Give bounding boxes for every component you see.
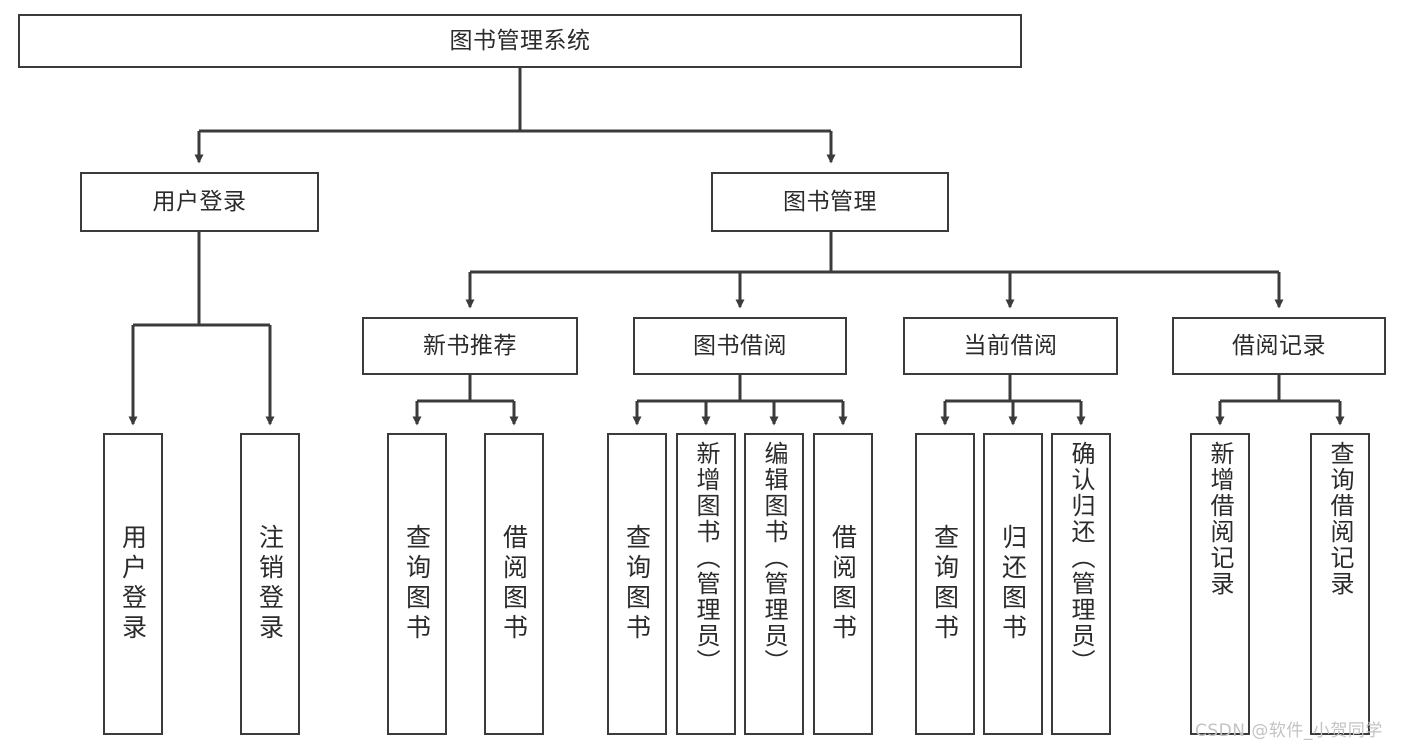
node-current-borrow[interactable]: 当前借阅	[903, 317, 1118, 375]
node-leaf-edit-book[interactable]: 编辑图书（管理员）	[744, 433, 804, 735]
node-leaf-borrow-book-2[interactable]: 借阅图书	[813, 433, 873, 735]
node-leaf-query-book-3[interactable]: 查询图书	[915, 433, 975, 735]
node-current-borrow-label: 当前借阅	[963, 332, 1058, 359]
node-leaf-user-login-label: 用户登录	[118, 524, 148, 644]
node-leaf-user-login[interactable]: 用户登录	[103, 433, 163, 735]
node-leaf-return-book-label: 归还图书	[998, 524, 1028, 644]
node-root-label: 图书管理系统	[449, 27, 591, 54]
node-leaf-query-book-2-label: 查询图书	[622, 524, 652, 644]
node-book-management[interactable]: 图书管理	[711, 172, 949, 232]
node-new-book-recommend-label: 新书推荐	[423, 332, 517, 359]
node-book-management-label: 图书管理	[783, 188, 877, 215]
node-borrow-records[interactable]: 借阅记录	[1172, 317, 1386, 375]
node-leaf-borrow-book-1[interactable]: 借阅图书	[484, 433, 544, 735]
node-root-system[interactable]: 图书管理系统	[18, 14, 1022, 68]
node-user-login-label: 用户登录	[152, 188, 247, 215]
node-user-login[interactable]: 用户登录	[80, 172, 319, 232]
node-leaf-confirm-return-label: 确认归还（管理员）	[1067, 441, 1095, 675]
node-book-borrow-label: 图书借阅	[693, 332, 787, 359]
node-leaf-logout-label: 注销登录	[255, 524, 285, 644]
node-leaf-return-book[interactable]: 归还图书	[983, 433, 1043, 735]
node-leaf-edit-book-label: 编辑图书（管理员）	[760, 441, 788, 675]
node-leaf-confirm-return[interactable]: 确认归还（管理员）	[1051, 433, 1111, 735]
node-leaf-logout[interactable]: 注销登录	[240, 433, 300, 735]
node-leaf-query-book-1[interactable]: 查询图书	[387, 433, 447, 735]
node-leaf-query-record-label: 查询借阅记录	[1326, 441, 1354, 597]
node-leaf-query-book-1-label: 查询图书	[402, 524, 432, 644]
node-book-borrow[interactable]: 图书借阅	[633, 317, 847, 375]
node-leaf-query-book-3-label: 查询图书	[930, 524, 960, 644]
node-leaf-add-record[interactable]: 新增借阅记录	[1190, 433, 1250, 735]
csdn-watermark: CSDN @软件_小贺同学	[1195, 721, 1383, 741]
node-leaf-borrow-book-1-label: 借阅图书	[499, 524, 529, 644]
node-leaf-borrow-book-2-label: 借阅图书	[828, 524, 858, 644]
node-leaf-add-record-label: 新增借阅记录	[1206, 441, 1234, 597]
node-new-book-recommend[interactable]: 新书推荐	[362, 317, 578, 375]
node-leaf-add-book-label: 新增图书（管理员）	[692, 441, 720, 675]
node-leaf-add-book[interactable]: 新增图书（管理员）	[676, 433, 736, 735]
node-leaf-query-book-2[interactable]: 查询图书	[607, 433, 667, 735]
node-borrow-records-label: 借阅记录	[1232, 332, 1326, 359]
node-leaf-query-record[interactable]: 查询借阅记录	[1310, 433, 1370, 735]
